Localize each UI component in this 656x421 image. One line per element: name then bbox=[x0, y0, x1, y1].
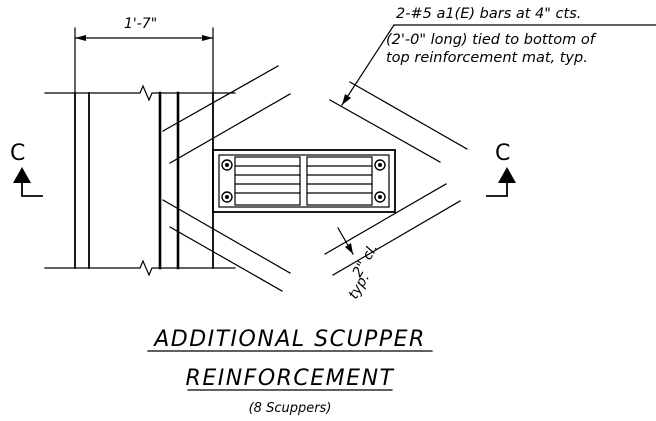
section-mark-left: C bbox=[10, 141, 43, 197]
width-dimension: 1'-7" bbox=[74, 16, 214, 94]
bar-note-line3: top reinforcement mat, typ. bbox=[386, 50, 588, 66]
bar-note-line2: (2'-0" long) tied to bottom of bbox=[386, 32, 597, 48]
scupper-grate bbox=[212, 149, 396, 213]
title-line2: REINFORCEMENT bbox=[186, 366, 395, 391]
detail-subtitle: (8 Scuppers) bbox=[249, 401, 332, 416]
section-mark-left-label: C bbox=[10, 141, 25, 166]
section-mark-right: C bbox=[486, 141, 516, 197]
section-mark-right-label: C bbox=[495, 141, 510, 166]
width-dimension-label: 1'-7" bbox=[124, 16, 157, 32]
title-line1: ADDITIONAL SCUPPER bbox=[152, 327, 426, 352]
diagonal-bars bbox=[162, 65, 468, 292]
grate-bolts bbox=[221, 159, 386, 203]
bar-note-line1: 2-#5 a1(E) bars at 4" cts. bbox=[396, 6, 581, 22]
bar-note: 2-#5 a1(E) bars at 4" cts. (2'-0" long) … bbox=[341, 6, 656, 106]
clear-cover-qualifier: typ. bbox=[346, 271, 373, 302]
clear-cover-dimension: 2" cl. typ. bbox=[337, 227, 382, 302]
detail-title: ADDITIONAL SCUPPER REINFORCEMENT (8 Scup… bbox=[147, 327, 433, 416]
clear-cover-value: 2" cl. bbox=[350, 241, 382, 280]
slab-strip bbox=[44, 84, 236, 277]
